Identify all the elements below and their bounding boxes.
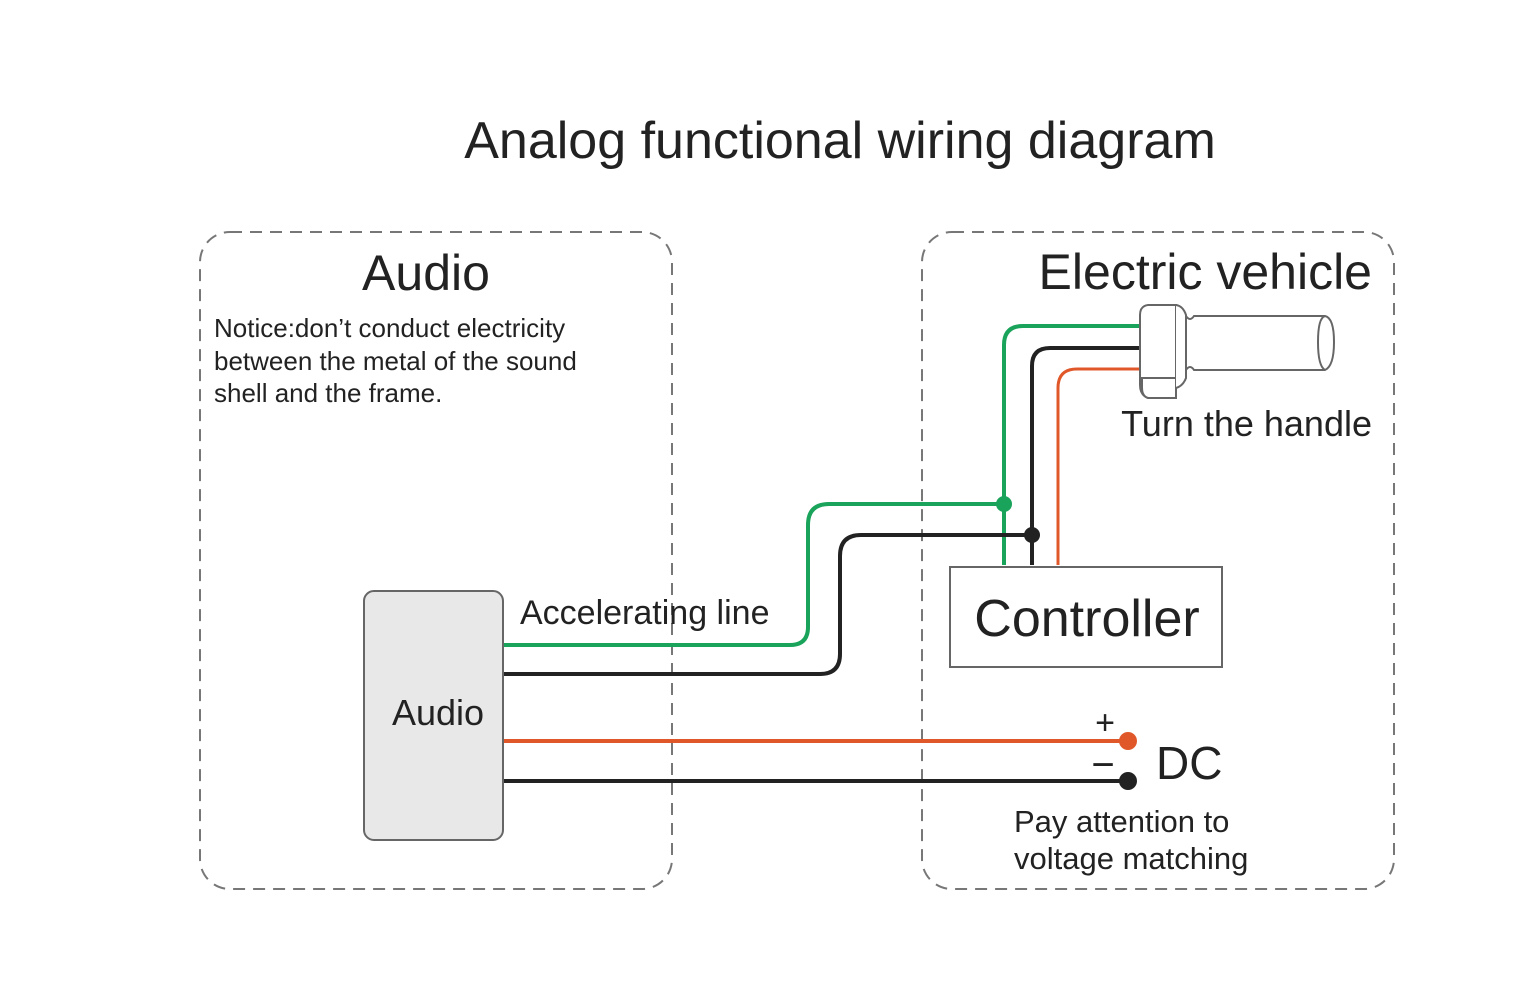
controller-label: Controller <box>974 590 1199 648</box>
dc-negative-terminal <box>1119 772 1137 790</box>
turn-handle-label: Turn the handle <box>1121 403 1372 444</box>
dc-positive-terminal <box>1119 732 1137 750</box>
minus-symbol: − <box>1091 743 1114 787</box>
dc-note-line-1: Pay attention to <box>1014 804 1229 839</box>
black-junction-dot <box>1024 527 1040 543</box>
plus-symbol: + <box>1095 704 1115 742</box>
accelerating-line-label: Accelerating line <box>520 594 769 632</box>
handle-green-wire <box>1002 324 1142 565</box>
dc-note-line-2: voltage matching <box>1014 841 1248 876</box>
audio-notice-line-2: between the metal of the sound <box>214 346 577 376</box>
green-junction-dot <box>996 496 1012 512</box>
diagram-title: Analog functional wiring diagram <box>464 112 1216 170</box>
ev-panel-heading: Electric vehicle <box>1039 244 1372 300</box>
accelerating-green-wire <box>504 502 1004 647</box>
dc-label: DC <box>1156 737 1222 789</box>
audio-panel-border <box>199 231 673 890</box>
throttle-handle-icon <box>1139 304 1336 399</box>
handle-orange-wire <box>1056 367 1142 565</box>
ev-panel-border <box>921 231 1395 890</box>
audio-device-label: Audio <box>392 692 484 733</box>
audio-notice-line-1: Notice:don’t conduct electricity <box>214 313 565 343</box>
audio-panel-heading: Audio <box>362 245 490 301</box>
controller-box <box>949 566 1223 668</box>
accelerating-black-wire <box>504 533 1032 676</box>
audio-notice-line-3: shell and the frame. <box>214 378 442 408</box>
audio-device-box <box>363 590 504 841</box>
handle-black-wire <box>1030 346 1142 565</box>
